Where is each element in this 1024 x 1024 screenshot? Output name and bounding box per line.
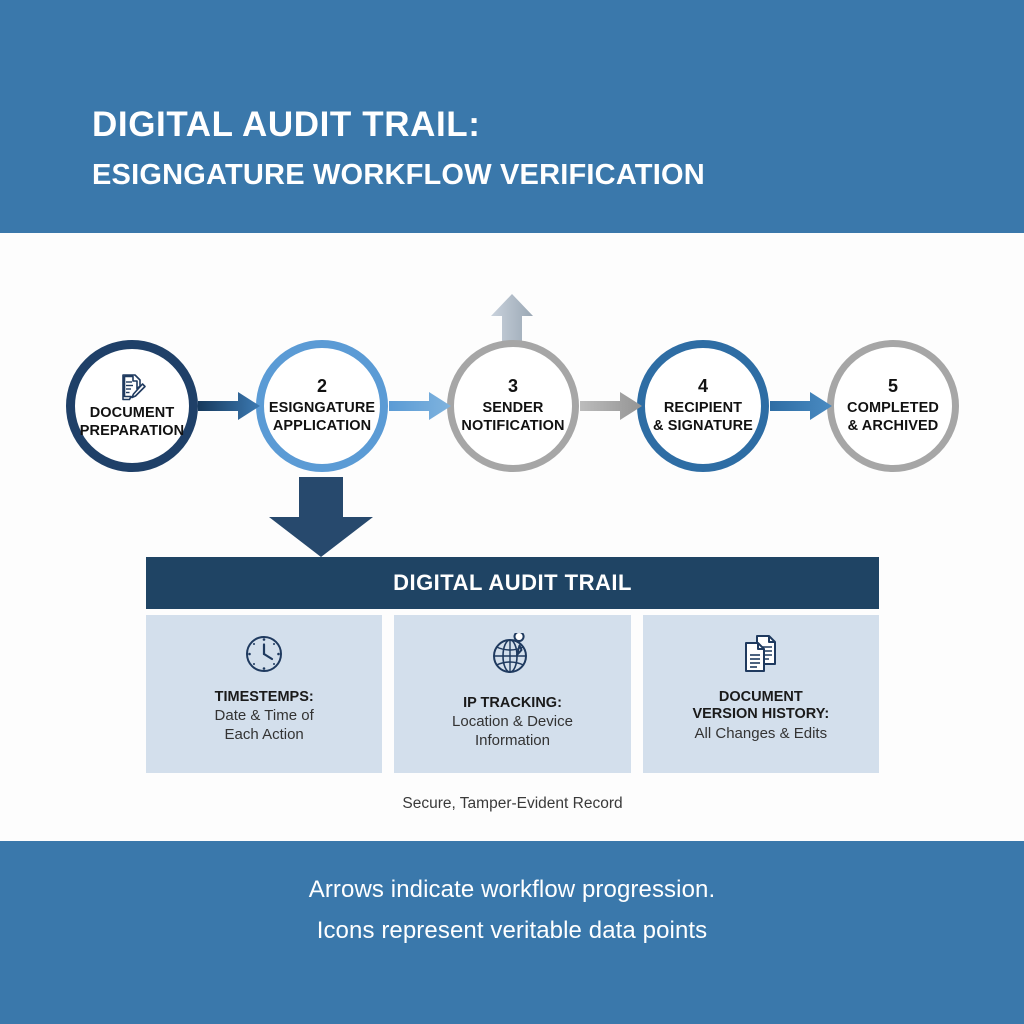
audit-card-2-subtitle: Location & Device Information bbox=[452, 713, 573, 750]
arrow-step1-to-step2 bbox=[198, 390, 260, 422]
workflow-step-5-label: COMPLETED & ARCHIVED bbox=[847, 400, 939, 434]
audit-card-2-title: IP TRACKING: bbox=[463, 695, 562, 711]
audit-panel-title: DIGITAL AUDIT TRAIL bbox=[393, 570, 632, 595]
footer-line-2: Icons represent veritable data points bbox=[316, 917, 708, 945]
workflow-step-5-number: 5 bbox=[887, 376, 898, 397]
audit-panel-cards: TIMESTEMPS: Date & Time of Each Action bbox=[146, 615, 879, 773]
audit-panel-header: DIGITAL AUDIT TRAIL bbox=[146, 557, 879, 609]
audit-card-1-title: TIMESTEMPS: bbox=[214, 689, 314, 705]
workflow-step-2-label: ESIGNGATURE APPLICATION bbox=[268, 400, 376, 434]
workflow-step-4-label: RECIPIENT & SIGNATURE bbox=[653, 400, 753, 434]
workflow-step-1-label: DOCUMENT PREPARATION bbox=[79, 405, 185, 439]
audit-card-timestamps[interactable]: TIMESTEMPS: Date & Time of Each Action bbox=[146, 615, 383, 773]
arrow-step2-to-step3 bbox=[389, 390, 451, 422]
up-arrow-above-step3 bbox=[489, 292, 535, 352]
audit-card-1-subtitle: Date & Time of Each Action bbox=[214, 707, 314, 744]
workflow-step-1[interactable]: DOCUMENT PREPARATION bbox=[66, 340, 198, 472]
arrow-step4-to-step5 bbox=[770, 390, 832, 422]
documents-stack-icon bbox=[740, 633, 782, 675]
audit-panel-footnote: Secure, Tamper-Evident Record bbox=[402, 794, 623, 812]
workflow-step-4-number: 4 bbox=[697, 376, 708, 397]
footer-line-1: Arrows indicate workflow progression. bbox=[308, 876, 716, 903]
workflow-step-4[interactable]: 4 RECIPIENT & SIGNATURE bbox=[637, 340, 769, 472]
workflow-step-5[interactable]: 5 COMPLETED & ARCHIVED bbox=[827, 340, 959, 472]
workflow-step-3-number: 3 bbox=[507, 376, 518, 397]
workflow-steps: DOCUMENT PREPARATION 2 ESIGNGATURE APPLI… bbox=[0, 340, 1024, 475]
document-pencil-icon bbox=[117, 372, 147, 402]
footer-band: Arrows indicate workflow progression. Ic… bbox=[0, 841, 1024, 1024]
globe-pin-icon bbox=[490, 631, 534, 677]
audit-card-3-title: DOCUMENT VERSION HISTORY: bbox=[692, 689, 830, 723]
audit-card-3-subtitle: All Changes & Edits bbox=[694, 724, 828, 742]
audit-card-version-history[interactable]: DOCUMENT VERSION HISTORY: All Changes & … bbox=[642, 615, 879, 773]
clock-icon bbox=[243, 633, 285, 675]
audit-card-ip-tracking[interactable]: IP TRACKING: Location & Device Informati… bbox=[394, 615, 631, 773]
arrow-step3-to-step4 bbox=[580, 390, 642, 422]
workflow-step-2[interactable]: 2 ESIGNGATURE APPLICATION bbox=[256, 340, 388, 472]
down-arrow-to-audit-panel bbox=[269, 477, 373, 557]
workflow-step-2-number: 2 bbox=[316, 376, 327, 397]
workflow-step-3-label: SENDER NOTIFICATION bbox=[461, 400, 565, 434]
page-subtitle: ESIGNGATURE WORKFLOW VERIFICATION bbox=[92, 159, 705, 191]
audit-trail-panel: DIGITAL AUDIT TRAIL bbox=[146, 557, 879, 813]
header-band: DIGITAL AUDIT TRAIL: ESIGNGATURE WORKFLO… bbox=[0, 0, 1024, 233]
page-title: DIGITAL AUDIT TRAIL: bbox=[92, 105, 481, 144]
workflow-step-3[interactable]: 3 SENDER NOTIFICATION bbox=[447, 340, 579, 472]
